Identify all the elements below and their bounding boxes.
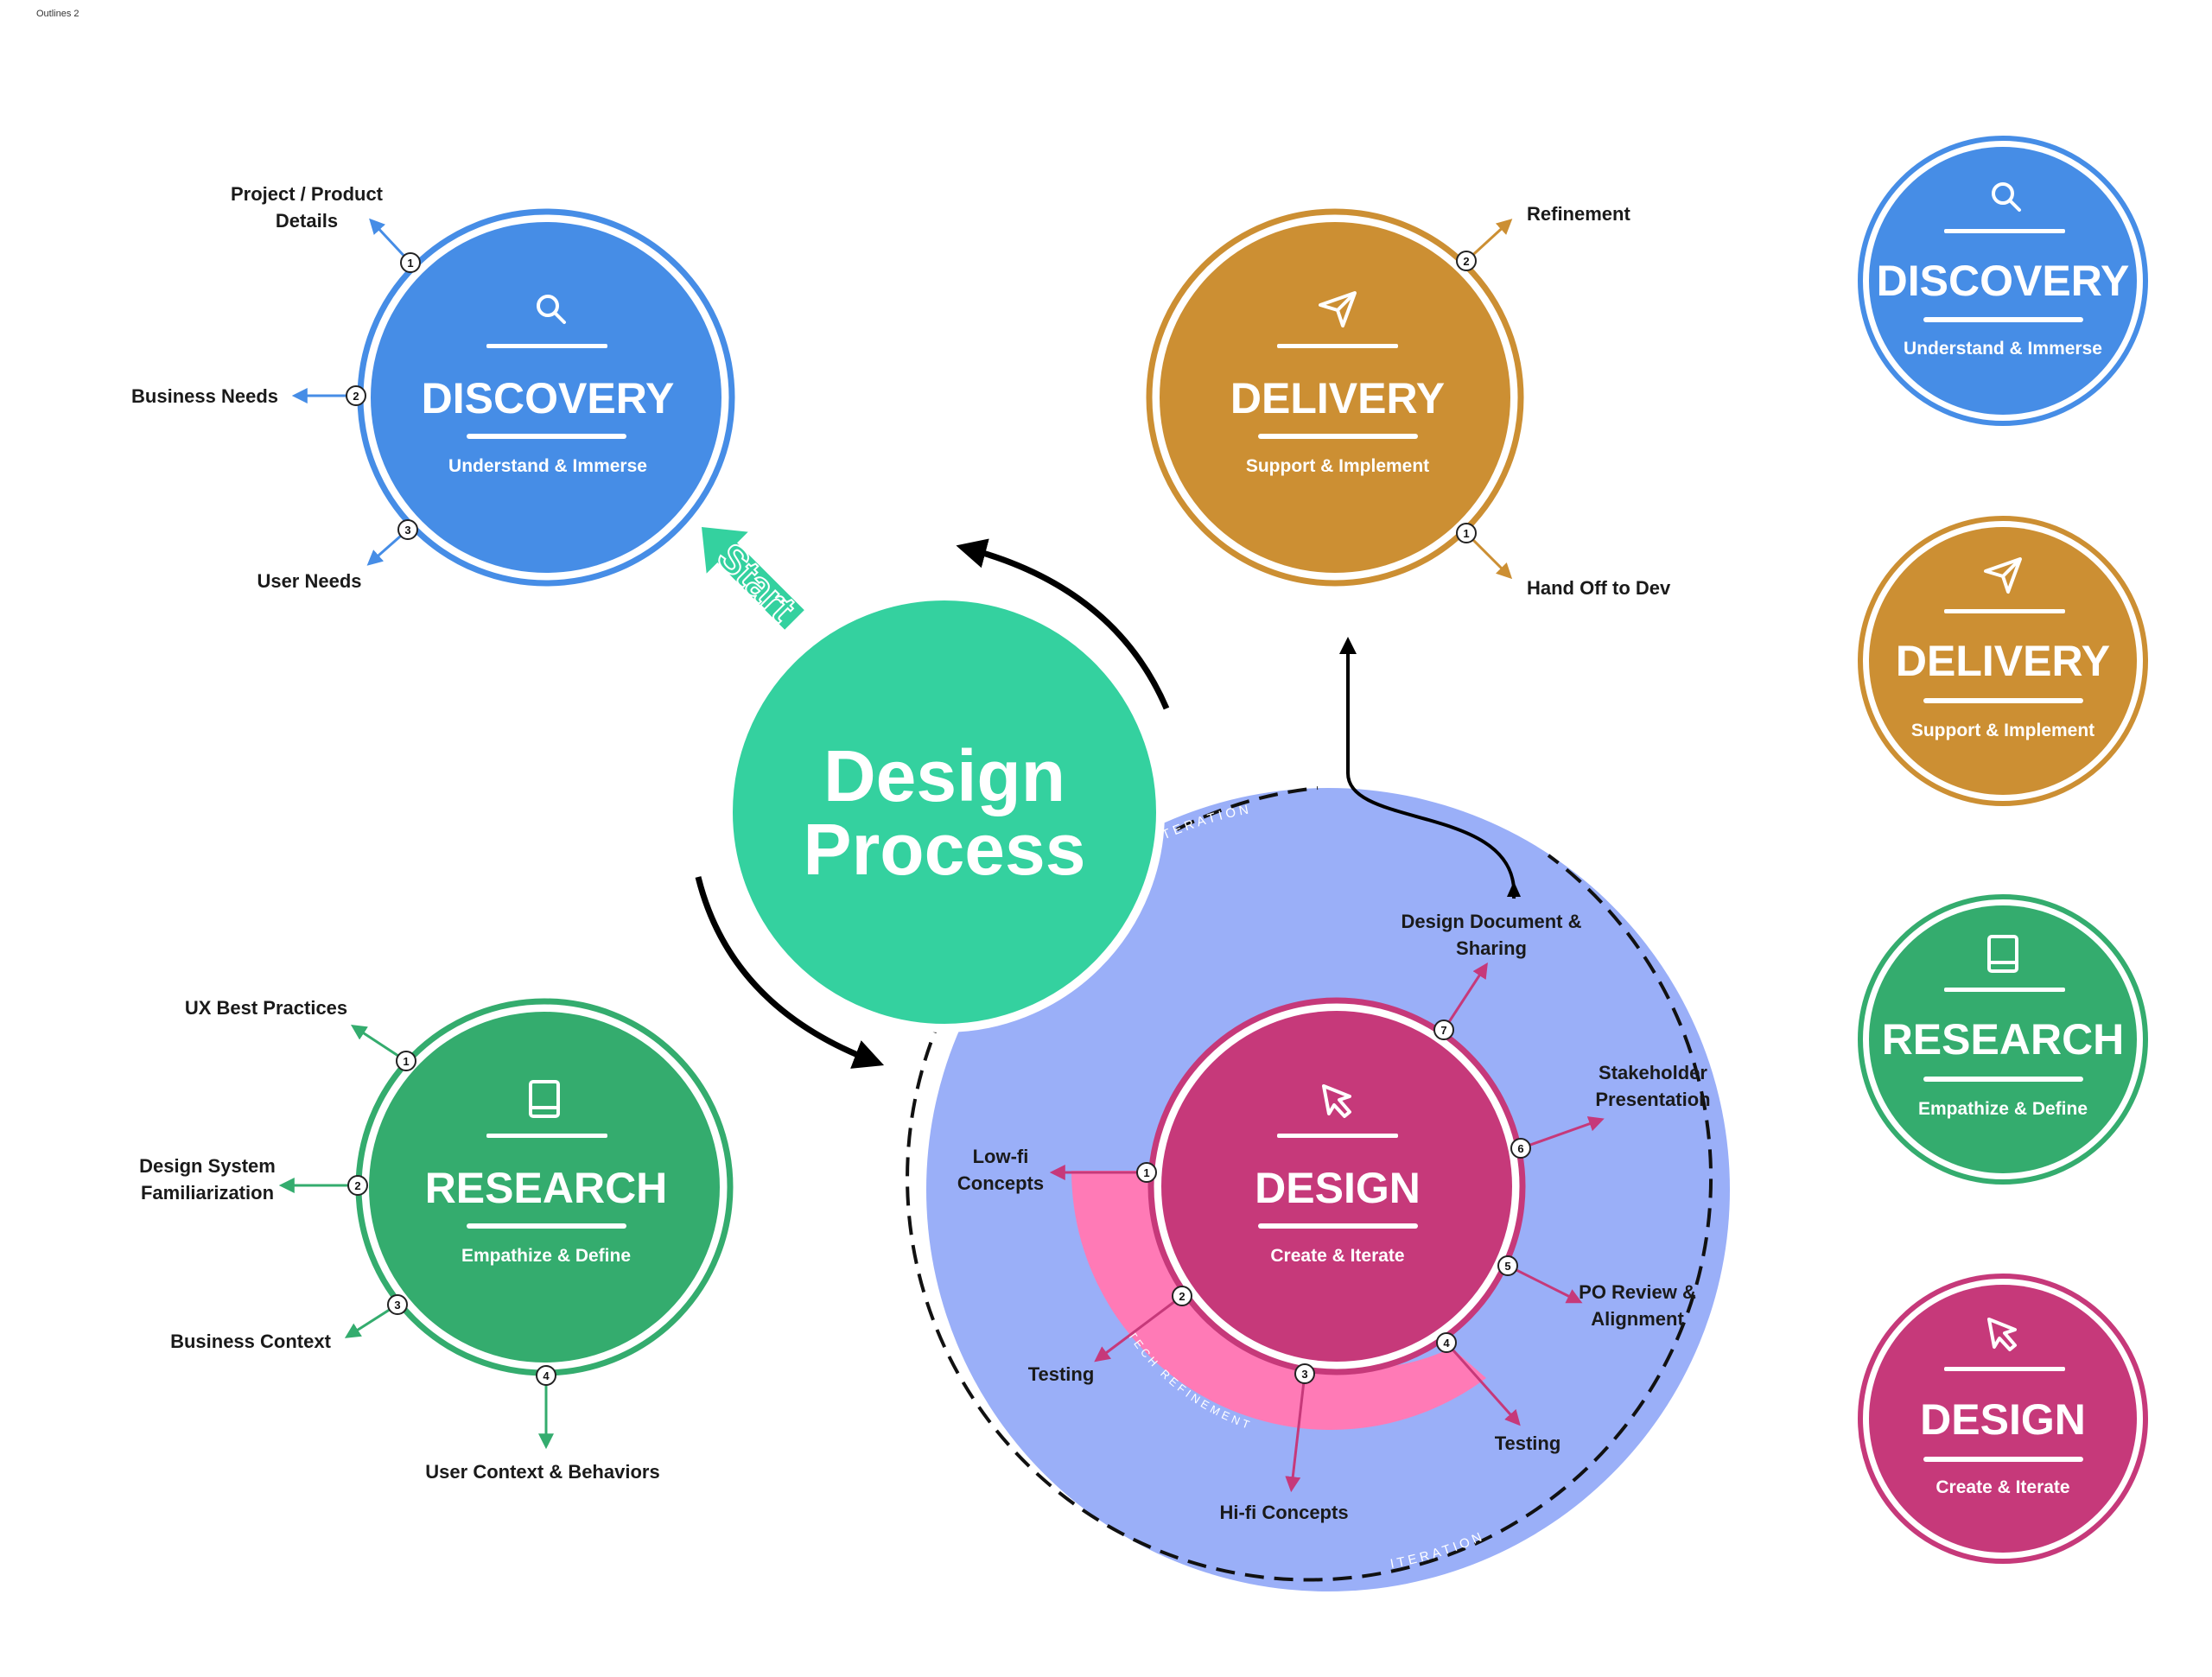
design-to-delivery-arrow (1339, 637, 1516, 899)
discovery-subtitle: Understand & Immerse (448, 456, 647, 476)
design-step-3: 3 (1294, 1363, 1315, 1384)
legend-discovery-subtitle: Understand & Immerse (1904, 339, 2102, 359)
design-step-1: 1 (1136, 1162, 1157, 1183)
design-step-1-label-2: Concepts (957, 1172, 1044, 1194)
discovery-step-3-label: User Needs (257, 570, 361, 592)
research-step-2: 2 (347, 1175, 368, 1196)
svg-text:2: 2 (1179, 1290, 1185, 1303)
svg-text:3: 3 (404, 524, 410, 537)
svg-text:1: 1 (1463, 527, 1469, 540)
discovery-step-2-label: Business Needs (131, 385, 278, 407)
discovery-title: DISCOVERY (422, 374, 675, 422)
delivery-step-2: 2 (1456, 251, 1477, 271)
discovery-step-1-label: Project / Product (231, 183, 384, 205)
svg-text:4: 4 (1443, 1337, 1450, 1350)
legend-research: RESEARCH Empathize & Define (1858, 894, 2148, 1185)
legend-discovery-title: DISCOVERY (1877, 257, 2130, 305)
legend-design-subtitle: Create & Iterate (1936, 1477, 2069, 1497)
research-step-1-label: UX Best Practices (185, 997, 347, 1019)
design-node: DESIGN Create & Iterate 1 2 3 4 5 6 7 Lo… (957, 911, 1711, 1523)
research-step-1: 1 (396, 1051, 416, 1071)
legend-research-subtitle: Empathize & Define (1918, 1099, 2088, 1119)
research-node: RESEARCH Empathize & Define 1 2 3 4 UX B… (139, 997, 734, 1483)
center-title-line2: Process (804, 809, 1086, 890)
cycle-arrow-top (956, 538, 1170, 710)
research-step-4: 4 (536, 1365, 556, 1386)
design-step-5-label-2: Alignment (1591, 1308, 1684, 1330)
legend-research-title: RESEARCH (1882, 1015, 2125, 1064)
svg-text:1: 1 (1143, 1166, 1149, 1179)
delivery-node: DELIVERY Support & Implement 2 1 Refinem… (1146, 203, 1671, 599)
design-step-6-label-2: Presentation (1595, 1089, 1710, 1110)
design-step-6: 6 (1510, 1138, 1531, 1159)
design-process-circle (724, 592, 1165, 1032)
center-title-line1: Design (823, 735, 1065, 816)
discovery-step-2: 2 (346, 385, 366, 406)
research-subtitle: Empathize & Define (461, 1246, 631, 1266)
research-title: RESEARCH (425, 1164, 668, 1212)
research-step-3: 3 (387, 1294, 408, 1315)
legend-delivery: DELIVERY Support & Implement (1858, 516, 2148, 806)
legend-design: DESIGN Create & Iterate (1858, 1274, 2148, 1564)
discovery-step-1-label-2: Details (276, 210, 338, 232)
svg-text:7: 7 (1440, 1024, 1446, 1037)
design-subtitle: Create & Iterate (1270, 1246, 1404, 1266)
svg-text:3: 3 (394, 1299, 400, 1312)
start-arrow: Start (702, 527, 805, 631)
svg-text:4: 4 (543, 1369, 550, 1382)
svg-text:3: 3 (1301, 1368, 1307, 1381)
legend-delivery-title: DELIVERY (1896, 637, 2110, 685)
design-step-1-label: Low-fi (973, 1146, 1029, 1167)
svg-text:5: 5 (1504, 1260, 1510, 1273)
design-step-3-label: Hi-fi Concepts (1219, 1502, 1348, 1523)
svg-text:6: 6 (1517, 1142, 1523, 1155)
frame-title: Outlines 2 (36, 9, 79, 19)
design-step-4: 4 (1436, 1332, 1457, 1353)
research-step-4-label: User Context & Behaviors (425, 1461, 659, 1483)
discovery-step-1: 1 (400, 252, 421, 273)
legend-delivery-subtitle: Support & Implement (1911, 721, 2094, 740)
delivery-title: DELIVERY (1230, 374, 1445, 422)
delivery-subtitle: Support & Implement (1246, 456, 1429, 476)
design-step-2: 2 (1172, 1286, 1192, 1306)
svg-text:1: 1 (407, 257, 413, 270)
svg-text:2: 2 (354, 1179, 360, 1192)
delivery-step-1: 1 (1456, 523, 1477, 543)
design-step-7-label-2: Sharing (1456, 937, 1527, 959)
cycle-arrow-bottom (695, 876, 885, 1069)
research-step-2-label: Design System (139, 1155, 276, 1177)
design-step-2-label: Testing (1028, 1363, 1095, 1385)
design-step-4-label: Testing (1495, 1432, 1561, 1454)
delivery-step-2-label: Refinement (1527, 203, 1630, 225)
iteration-dashed-loop (906, 854, 1713, 1582)
design-step-5-label: PO Review & (1579, 1281, 1696, 1303)
legend: DISCOVERY Understand & Immerse DELIVERY … (1858, 136, 2148, 1564)
design-title: DESIGN (1255, 1164, 1421, 1212)
discovery-node: DISCOVERY Understand & Immerse 1 2 3 Pro… (131, 183, 735, 592)
legend-discovery: DISCOVERY Understand & Immerse (1858, 136, 2148, 426)
discovery-step-3: 3 (397, 519, 418, 540)
research-step-2-label-2: Familiarization (141, 1182, 274, 1204)
design-step-7: 7 (1433, 1020, 1454, 1040)
research-step-3-label: Business Context (170, 1331, 331, 1352)
design-step-5: 5 (1497, 1255, 1518, 1276)
design-step-7-label: Design Document & (1401, 911, 1581, 932)
svg-text:2: 2 (1463, 255, 1469, 268)
tech-refinement-band (1071, 1171, 1486, 1430)
delivery-step-1-label: Hand Off to Dev (1527, 577, 1671, 599)
design-step-6-label: Stakeholder (1599, 1062, 1707, 1083)
svg-text:1: 1 (403, 1055, 409, 1068)
legend-design-title: DESIGN (1920, 1395, 2086, 1444)
svg-text:2: 2 (353, 390, 359, 403)
